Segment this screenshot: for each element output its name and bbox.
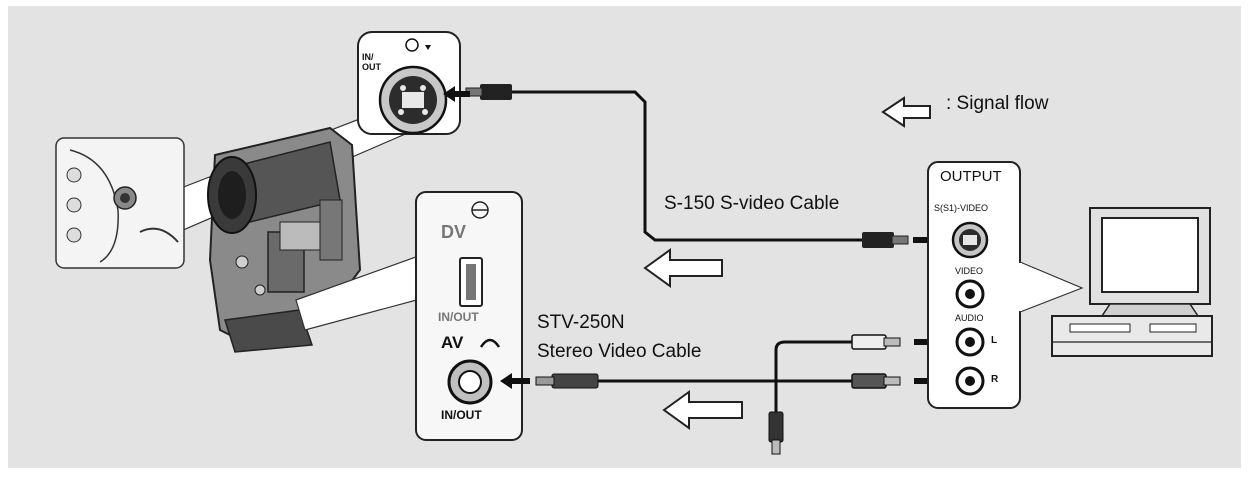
camcorder-svideo-port	[357, 31, 461, 135]
svideo-output-label: S(S1)-VIDEO	[934, 203, 989, 213]
audio-l-label: L	[991, 335, 998, 346]
diagram-background	[8, 6, 1241, 468]
signal-flow-legend-text: : Signal flow	[946, 93, 1049, 114]
arrow-into-camcorder-icon	[443, 86, 470, 102]
video-output-label: VIDEO	[955, 266, 984, 276]
svideo-cable-label: S-150 S-video Cable	[664, 193, 840, 214]
signal-flow-arrow-svideo-icon	[643, 248, 723, 288]
av-label: AV	[441, 333, 464, 352]
signal-flow-legend-arrow-icon	[881, 96, 931, 128]
audio-r-label: R	[991, 374, 999, 385]
svideo-symbol-icon	[405, 38, 419, 52]
headphone-icon	[479, 338, 501, 348]
stereo-cable-name-label: Stereo Video Cable	[537, 341, 702, 362]
av-inout-label: IN/OUT	[441, 408, 482, 422]
signal-flow-arrow-stereo-icon	[662, 390, 743, 430]
output-panel	[927, 161, 1084, 409]
dv-inout-label: IN/OUT	[438, 310, 479, 324]
computer	[1051, 207, 1213, 357]
port-marker-icon	[425, 45, 431, 50]
audio-output-label: AUDIO	[955, 313, 984, 323]
computer-base-unit	[1051, 315, 1213, 357]
dv-label: DV	[441, 222, 467, 242]
camcorder-terminal-panel	[295, 191, 523, 441]
output-title: OUTPUT	[940, 168, 1002, 185]
camcorder-port-label: IN/ OUT	[362, 52, 381, 72]
arrow-into-av-jack-icon	[500, 373, 530, 389]
stereo-cable-model-label: STV-250N	[537, 312, 625, 333]
